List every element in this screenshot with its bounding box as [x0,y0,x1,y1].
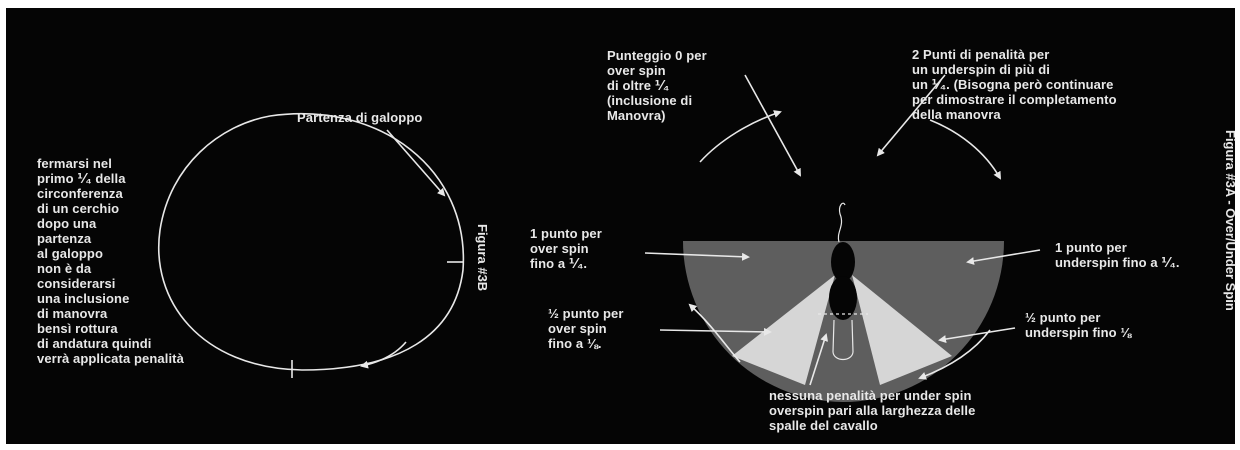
bottom-note: nessuna penalità per under spin overspin… [769,388,976,433]
right-one-point-note: 1 punto per underspin fino a ⅟₄. [1055,240,1180,270]
right-diagram [644,74,1041,402]
pointer-left-one [644,252,750,261]
top-right-note: 2 Punti di penalità per un underspin di … [912,47,1117,122]
pointer-right-one [966,249,1041,265]
left-one-point-note: 1 punto per over spin fino a ⅟₄. [530,226,602,271]
left-diagram [158,112,465,378]
right-half-point-note: ½ punto per underspin fino ⅛ [1025,310,1132,340]
diagram-panel [6,8,1235,444]
pointer-top-right [876,74,946,157]
horse-silhouette [829,202,857,361]
figure-3a-label: Figura #3A - Over/Under Spin [1223,130,1238,311]
top-right-curve-arrow [929,119,1002,180]
right-light-wedge [852,275,952,385]
top-left-note: Punteggio 0 per over spin di oltre ⅟₄ (i… [607,48,707,123]
left-description-text: fermarsi nel primo ⅟₄ della circonferenz… [37,156,184,366]
pointer-right-half [938,327,1016,344]
left-pointer-arrow [386,129,446,197]
left-half-point-note: ½ punto per over spin fino a ⅛. [548,306,624,351]
left-light-wedge [732,275,835,385]
pointer-left-half [659,327,772,336]
pointer-top-left [744,74,801,177]
pointer-bottom [809,333,828,386]
bottom-right-curve-arrow [918,329,991,380]
left-direction-arrow [360,341,407,369]
figure-3b-label: Figura #3B [475,224,490,292]
gallop-start-label: Partenza di galoppo [297,110,423,125]
bottom-left-curve-arrow [688,303,741,363]
left-circle [158,112,465,371]
top-left-curve-arrow [699,110,782,163]
